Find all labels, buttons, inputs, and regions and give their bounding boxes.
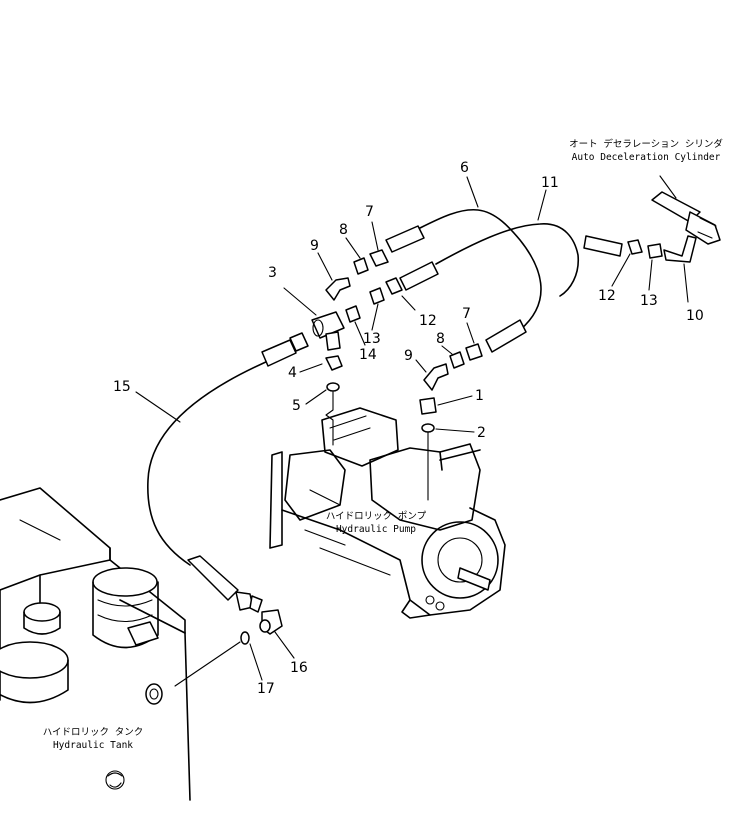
hose-15 xyxy=(147,332,309,613)
tank-label-jp: ハイドロリック タンク xyxy=(43,727,144,738)
leader-pump-port xyxy=(325,391,334,446)
callout-6: 6 xyxy=(460,160,469,176)
component-labels: オート デセラレーション シリンダ Auto Deceleration Cyli… xyxy=(43,138,724,751)
elbow-9-lower xyxy=(423,363,449,391)
adapter-13-left xyxy=(369,287,385,305)
nut-4 xyxy=(325,355,343,371)
callout-12-right: 12 xyxy=(598,288,616,304)
oring-5 xyxy=(326,382,340,392)
adapter-8-lower xyxy=(449,351,465,369)
nut-7-upper xyxy=(369,249,389,267)
elbow-9-upper xyxy=(325,277,351,301)
callout-13-left: 13 xyxy=(363,331,381,347)
callout-3: 3 xyxy=(268,265,277,281)
elbow-10 xyxy=(663,235,697,263)
callout-16: 16 xyxy=(290,660,308,676)
callout-8-lower: 8 xyxy=(436,331,445,347)
auto-deceleration-cylinder xyxy=(651,175,721,245)
oring-17 xyxy=(240,631,250,645)
leader-lines xyxy=(135,176,689,681)
pump-label-jp: ハイドロリック ポンプ xyxy=(326,511,427,522)
adapter-8-upper xyxy=(353,257,369,275)
callout-14: 14 xyxy=(359,347,377,363)
fitting-14 xyxy=(345,305,361,323)
callout-numbers: 1 2 3 4 5 6 7 7 8 8 9 9 10 11 12 12 13 1… xyxy=(113,160,704,697)
callout-12-left: 12 xyxy=(419,313,437,329)
oring-2 xyxy=(421,423,435,433)
adapter-13-right xyxy=(647,243,663,259)
hose-11 xyxy=(399,223,623,297)
nut-12-right xyxy=(627,239,643,255)
pump-label-en: Hydraulic Pump xyxy=(336,524,416,535)
tee-fitting-3 xyxy=(311,311,345,351)
cylinder-label-en: Auto Deceleration Cylinder xyxy=(572,152,721,163)
fitting-16 xyxy=(259,609,283,635)
fitting-1 xyxy=(419,397,437,415)
hydraulic-pump xyxy=(269,407,506,619)
callout-8-upper: 8 xyxy=(339,222,348,238)
hydraulic-tank xyxy=(0,487,191,801)
tank-label-en: Hydraulic Tank xyxy=(53,740,133,751)
callout-9-lower: 9 xyxy=(404,348,413,364)
leader-tank-line xyxy=(174,641,241,687)
callout-10: 10 xyxy=(686,308,704,324)
callout-17: 17 xyxy=(257,681,275,697)
callout-7-upper: 7 xyxy=(365,204,374,220)
callout-7-lower: 7 xyxy=(462,306,471,322)
callout-5: 5 xyxy=(292,398,301,414)
callout-11: 11 xyxy=(541,175,559,191)
callout-15: 15 xyxy=(113,379,131,395)
nut-7-lower xyxy=(465,343,483,361)
cylinder-label-jp: オート デセラレーション シリンダ xyxy=(569,138,723,150)
hose-6 xyxy=(385,208,542,353)
callout-13-right: 13 xyxy=(640,293,658,309)
callout-4: 4 xyxy=(288,365,297,381)
nut-12-left xyxy=(385,277,403,295)
callout-1: 1 xyxy=(475,388,484,404)
callout-2: 2 xyxy=(477,425,486,441)
callout-9-upper: 9 xyxy=(310,238,319,254)
